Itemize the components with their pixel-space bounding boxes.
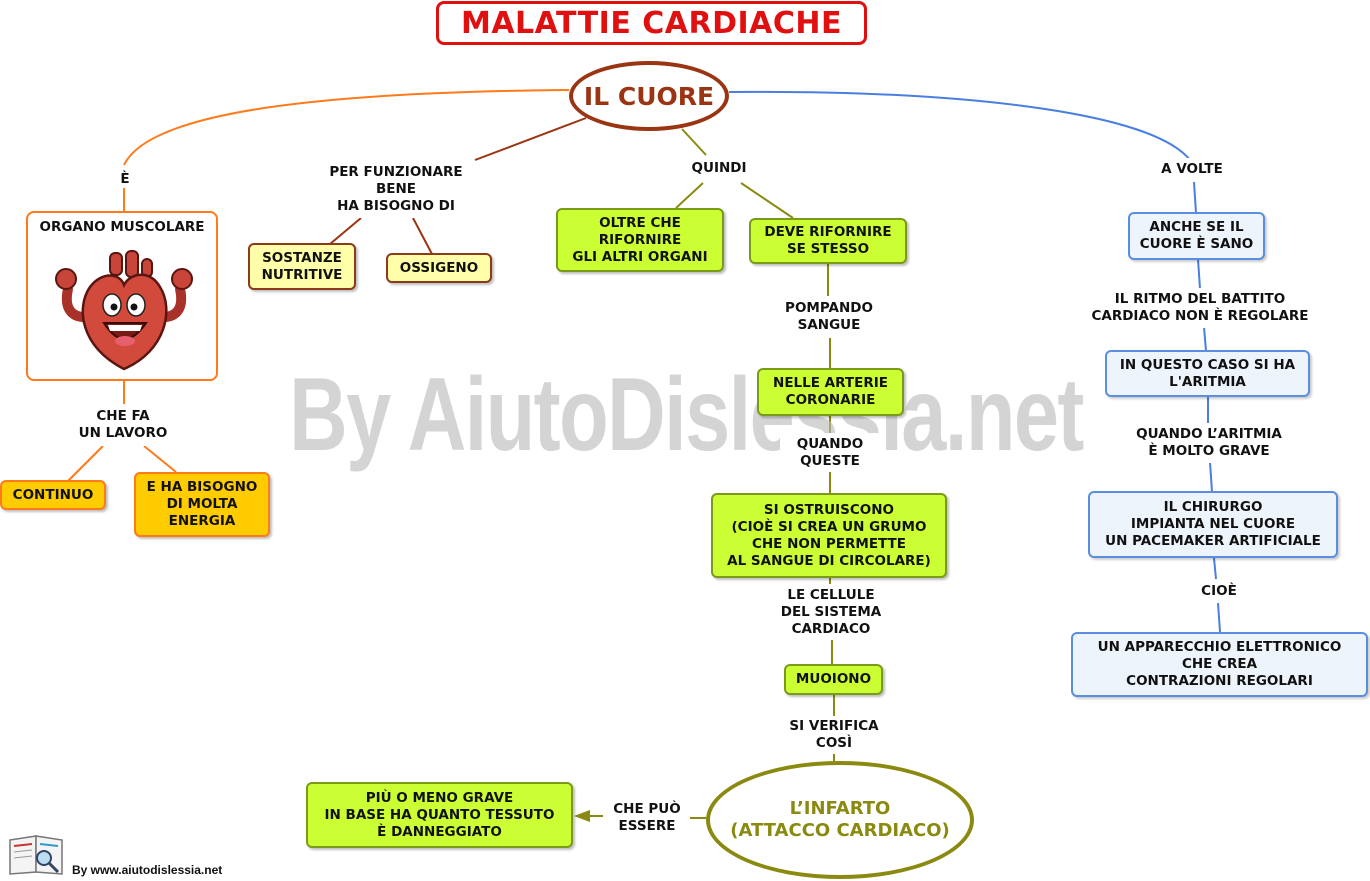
connector-quindi-oltre xyxy=(675,182,704,209)
link-a-volte: A VOLTE xyxy=(1150,158,1234,180)
connector-volte-sano xyxy=(1193,181,1197,214)
node-anche-se-sano: ANCHE SE IL CUORE È SANO xyxy=(1128,212,1265,260)
link-le-cellule: LE CELLULE DEL SISTEMA CARDIACO xyxy=(764,584,898,640)
connector-center-quindi xyxy=(681,128,707,156)
link-ritmo-battito: IL RITMO DEL BATTITO CARDIACO NON È REGO… xyxy=(1080,288,1320,328)
link-che-puo-essere: CHE PUÒ ESSERE xyxy=(604,799,690,837)
link-quando-aritmia: QUANDO L’ARITMIA È MOLTO GRAVE xyxy=(1120,423,1298,463)
connector-grave-chirurgo xyxy=(1209,461,1213,493)
node-continuo: CONTINUO xyxy=(0,480,106,510)
node-energia: E HA BISOGNO DI MOLTA ENERGIA xyxy=(134,472,270,537)
node-piu-o-meno-grave: PIÙ O MENO GRAVE IN BASE HA QUANTO TESSU… xyxy=(306,782,573,848)
connector-quindi-deve xyxy=(740,182,794,219)
node-ossigeno: OSSIGENO xyxy=(386,253,492,283)
heart-mascot-icon xyxy=(55,250,193,371)
node-muoiono: MUOIONO xyxy=(784,664,883,695)
connector-lavoro-continuo xyxy=(67,445,104,482)
connector-needs-ossigeno xyxy=(412,217,433,255)
connector-lavoro-energia xyxy=(143,445,177,473)
connector-center-volte xyxy=(728,90,1191,161)
arrowhead-grave xyxy=(574,810,590,822)
node-infarto: L’INFARTO (ATTACCO CARDIACO) xyxy=(706,761,974,879)
connector-ritmo-aritmia xyxy=(1203,326,1207,352)
node-apparecchio: UN APPARECCHIO ELETTRONICO CHE CREA CONT… xyxy=(1071,632,1368,697)
node-aritmia: IN QUESTO CASO SI HA L'ARITMIA xyxy=(1105,350,1310,397)
link-per-funzionare: PER FUNZIONARE BENE HA BISOGNO DI xyxy=(318,160,474,218)
connector-cioe-apparecchio xyxy=(1217,602,1221,633)
link-quando-queste: QUANDO QUESTE xyxy=(780,433,880,472)
connector-sano-ritmo xyxy=(1197,258,1201,290)
connector-center-needs xyxy=(474,117,587,161)
node-deve-rifornire: DEVE RIFORNIRE SE STESSO xyxy=(749,218,907,264)
connector-chirurgo-cioe xyxy=(1213,557,1217,580)
connector-needs-sostanze xyxy=(329,217,362,245)
link-e: È xyxy=(112,170,138,188)
link-quindi: QUINDI xyxy=(680,158,758,178)
site-logo-icon xyxy=(9,835,63,875)
node-arterie-coronarie: NELLE ARTERIE CORONARIE xyxy=(757,368,904,416)
link-si-verifica: SI VERIFICA COSÌ xyxy=(778,716,890,754)
node-chirurgo: IL CHIRURGO IMPIANTA NEL CUORE UN PACEMA… xyxy=(1088,491,1338,558)
node-oltre-rifornire: OLTRE CHE RIFORNIRE GLI ALTRI ORGANI xyxy=(556,208,724,272)
link-cioe: CIOÈ xyxy=(1188,580,1250,602)
node-organo-muscolare: ORGANO MUSCOLARE xyxy=(26,211,218,381)
link-pompando-sangue: POMPANDO SANGUE xyxy=(770,296,888,338)
center-node: IL CUORE xyxy=(569,61,729,131)
node-sostanze-nutritive: SOSTANZE NUTRITIVE xyxy=(248,243,356,290)
watermark: By AiutoDislessia.net xyxy=(289,356,1084,473)
link-che-fa-un-lavoro: CHE FA UN LAVORO xyxy=(60,404,186,446)
connector-center-organo xyxy=(123,89,570,166)
footer-credit: By www.aiutodislessia.net xyxy=(72,863,223,877)
map-title: MALATTIE CARDIACHE xyxy=(436,1,867,45)
node-si-ostruiscono: SI OSTRUISCONO (CIOÈ SI CREA UN GRUMO CH… xyxy=(711,493,947,578)
organo-label: ORGANO MUSCOLARE xyxy=(39,219,205,235)
